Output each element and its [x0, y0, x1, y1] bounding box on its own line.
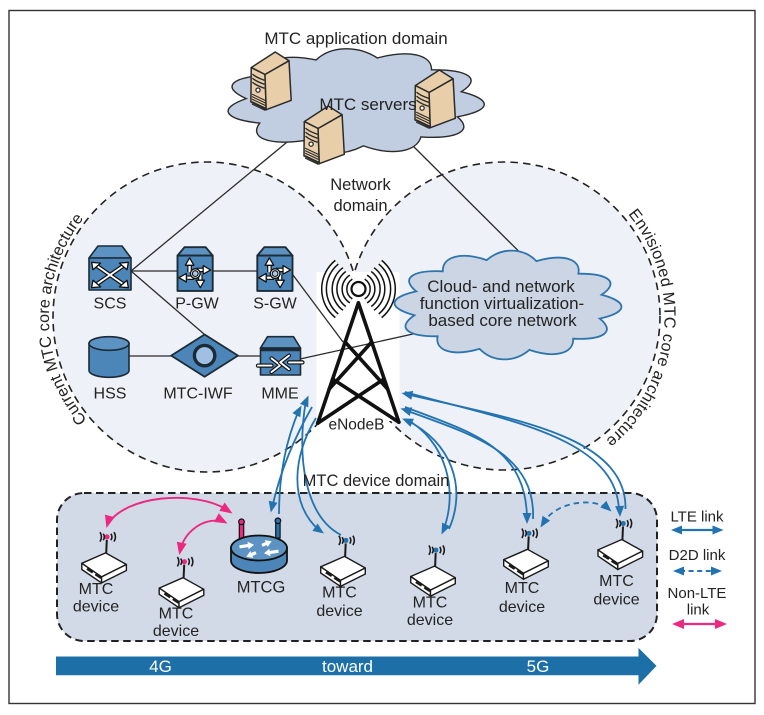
svg-text:i: i — [641, 231, 659, 243]
svg-text:link: link — [687, 602, 710, 619]
svg-text:SCS: SCS — [94, 296, 127, 313]
svg-text:MTC servers: MTC servers — [319, 95, 416, 114]
svg-text:function virtualization-: function virtualization- — [420, 294, 584, 313]
svg-text:MTC: MTC — [413, 595, 448, 612]
svg-text:based core network: based core network — [428, 311, 577, 330]
svg-text:device: device — [73, 599, 119, 616]
svg-text:device: device — [153, 623, 199, 640]
svg-text:S-GW: S-GW — [253, 296, 297, 313]
svg-text:device: device — [593, 592, 639, 609]
svg-text:a: a — [37, 284, 56, 296]
svg-text:r: r — [38, 277, 57, 287]
svg-text:T: T — [38, 346, 58, 360]
svg-text:P-GW: P-GW — [175, 296, 219, 313]
svg-text:5G: 5G — [527, 657, 550, 676]
svg-text:e: e — [35, 298, 54, 308]
svg-text:HSS: HSS — [94, 386, 127, 403]
svg-text:t: t — [46, 251, 65, 262]
svg-text:o: o — [35, 314, 53, 323]
svg-text:Network: Network — [330, 176, 391, 194]
svg-text:M: M — [41, 356, 62, 374]
svg-text:MTC: MTC — [322, 585, 357, 602]
svg-text:device: device — [407, 612, 453, 629]
svg-text:MTC: MTC — [505, 580, 540, 597]
svg-text:MTC device domain: MTC device domain — [303, 472, 450, 490]
svg-text:Non-LTE: Non-LTE — [668, 585, 727, 602]
svg-text:MTC: MTC — [79, 581, 114, 598]
svg-text:c: c — [659, 333, 678, 343]
svg-text:r: r — [35, 307, 53, 314]
svg-text:device: device — [499, 599, 545, 616]
svg-text:i: i — [646, 243, 664, 254]
svg-text:r: r — [655, 350, 674, 360]
svg-text:MTCG: MTCG — [237, 579, 286, 597]
svg-text:d: d — [656, 276, 675, 289]
svg-text:MTC: MTC — [159, 606, 194, 623]
svg-text:M: M — [659, 291, 678, 306]
svg-text:c: c — [35, 323, 53, 332]
svg-text:MTC-IWF: MTC-IWF — [163, 386, 233, 403]
svg-text:Cloud- and network: Cloud- and network — [427, 277, 575, 296]
svg-text:eNodeB: eNodeB — [328, 417, 384, 434]
svg-text:4G: 4G — [149, 657, 172, 676]
svg-text:C: C — [660, 316, 678, 329]
svg-text:C: C — [36, 335, 56, 350]
svg-text:MTC application domain: MTC application domain — [264, 29, 447, 48]
svg-text:MTC: MTC — [599, 573, 634, 590]
svg-text:t: t — [46, 372, 65, 383]
svg-text:T: T — [660, 306, 678, 317]
svg-text:i: i — [45, 256, 63, 266]
svg-text:MME: MME — [261, 386, 298, 403]
svg-text:LTE link: LTE link — [670, 509, 724, 526]
svg-text:device: device — [316, 603, 362, 620]
svg-text:toward: toward — [322, 657, 373, 676]
svg-text:D2D link: D2D link — [669, 547, 726, 564]
svg-text:domain: domain — [333, 197, 387, 215]
svg-text:o: o — [657, 341, 676, 353]
